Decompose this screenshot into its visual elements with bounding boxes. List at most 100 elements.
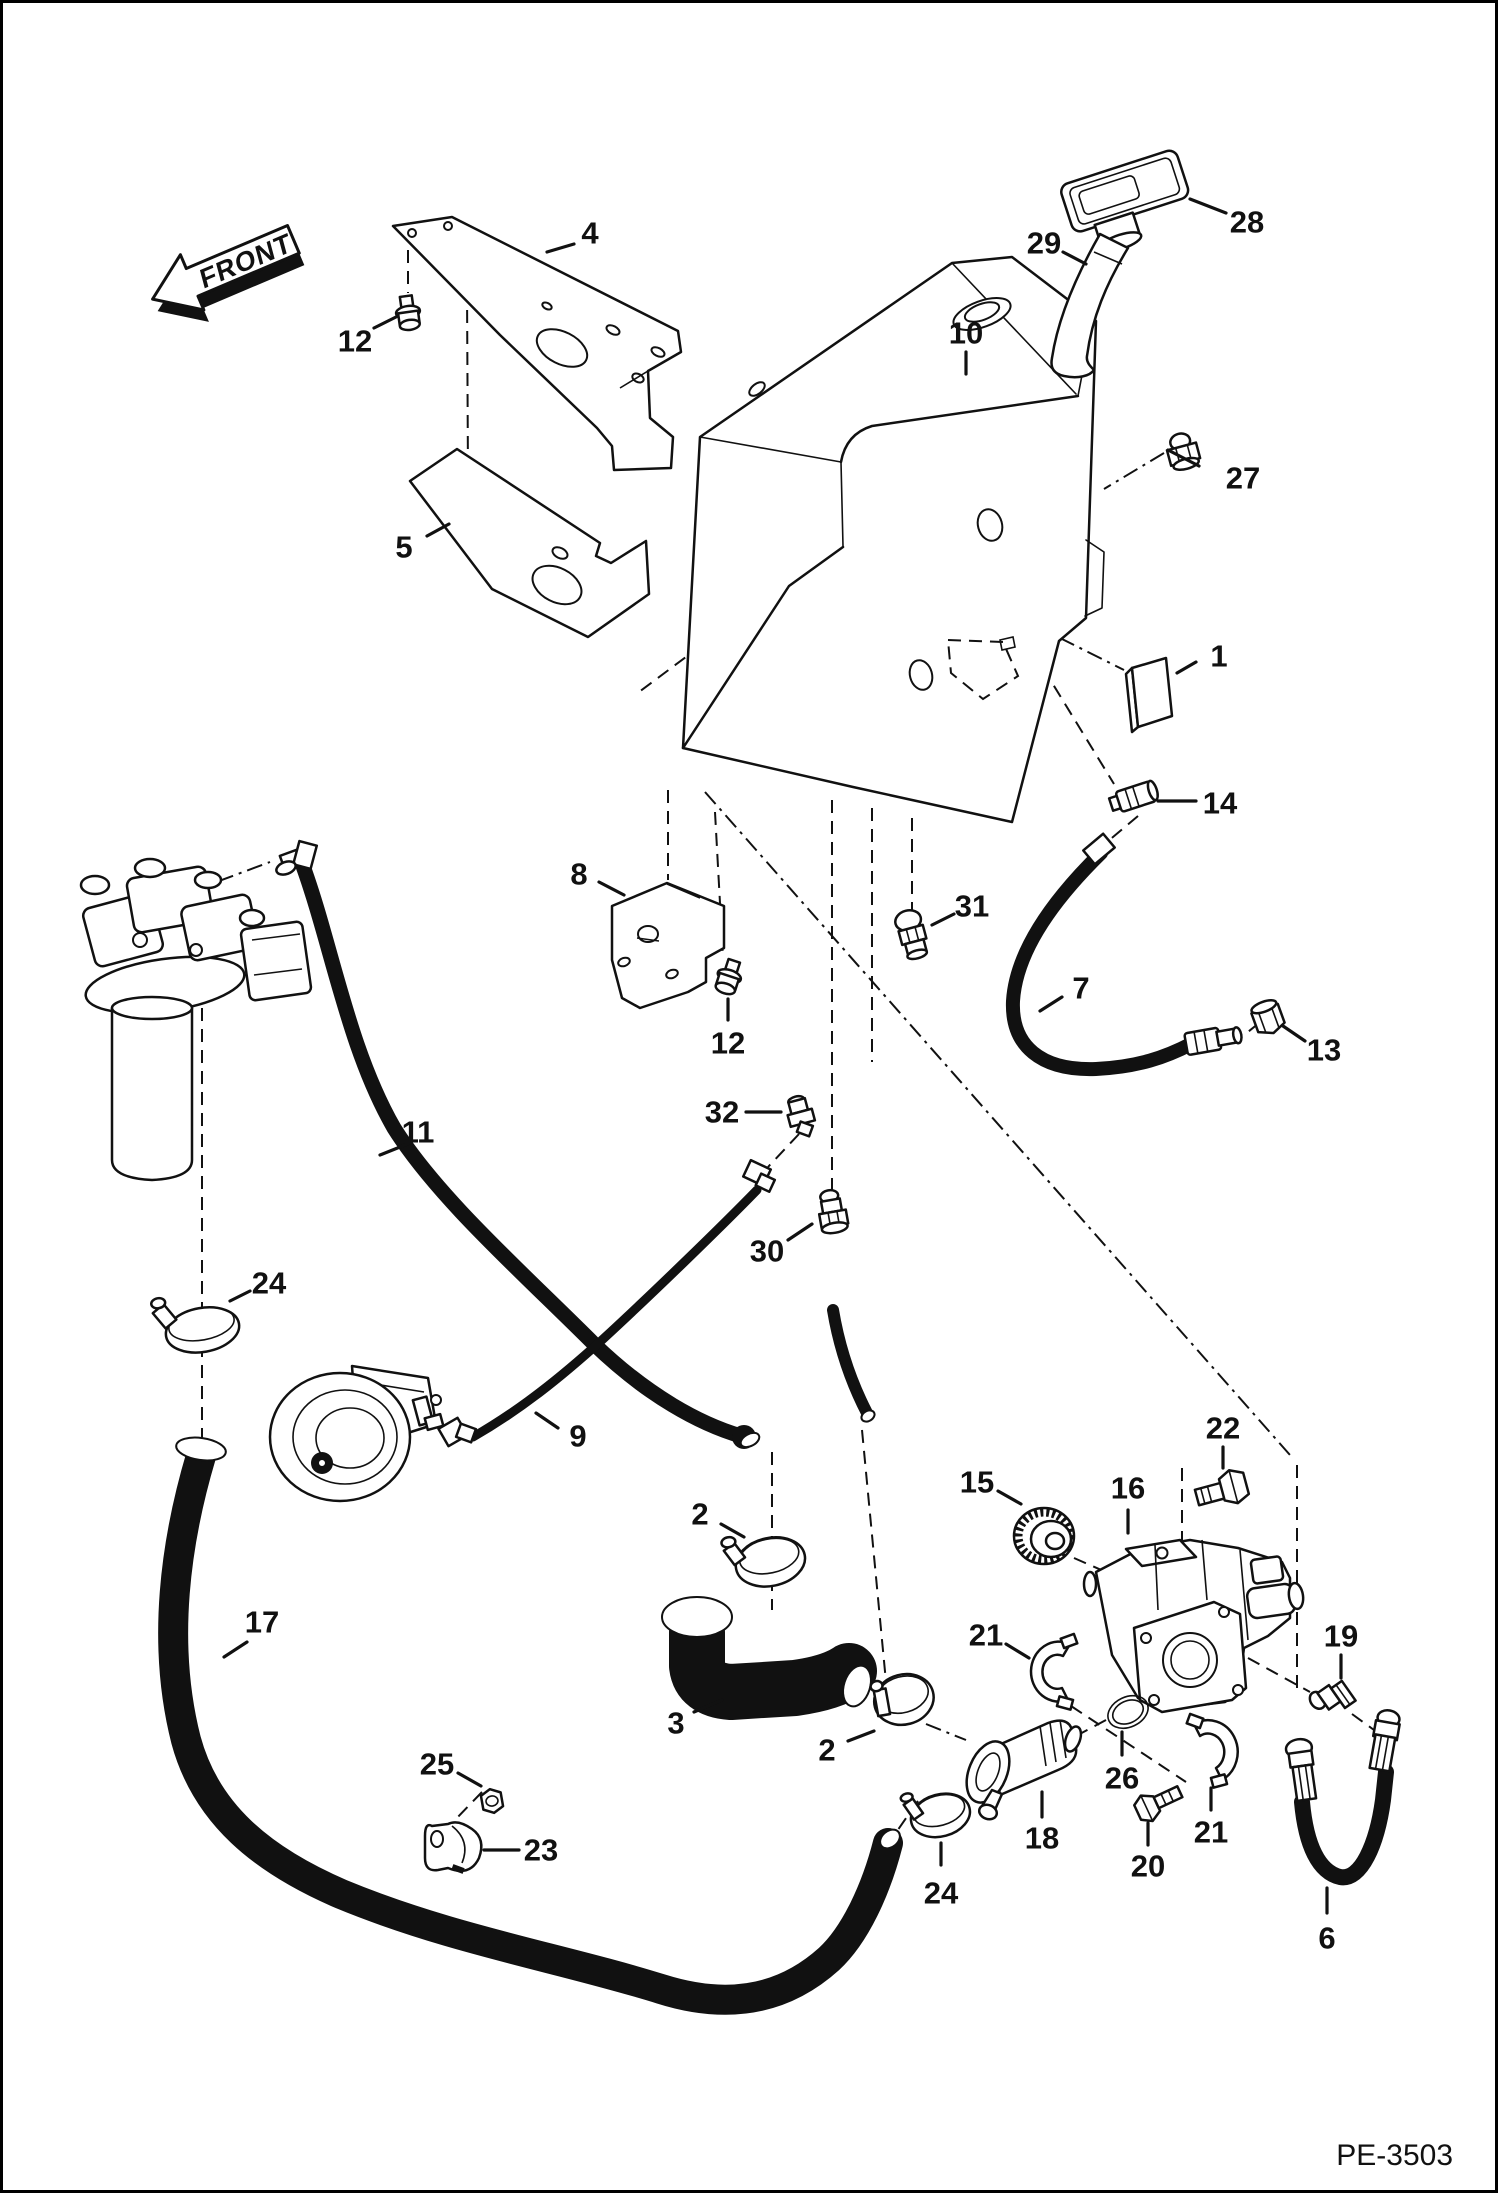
part-24-clamp-lower — [899, 1792, 972, 1839]
callout-15: 15 — [960, 1465, 994, 1500]
part-32-fitting — [786, 1094, 817, 1138]
part-15-knob — [1012, 1506, 1076, 1566]
callout-leader-8 — [597, 880, 626, 897]
callout-11: 11 — [402, 1115, 435, 1150]
part-23-clip — [423, 1821, 483, 1874]
callout-leader-24 — [228, 1289, 252, 1303]
callout-leader-27 — [1166, 448, 1201, 468]
drawing-code: PE-3503 — [1336, 2139, 1453, 2172]
callout-leader-7 — [1038, 995, 1064, 1013]
callout-28: 28 — [1230, 205, 1264, 240]
callout-leader-30 — [786, 1222, 814, 1242]
part-26-oring — [1107, 1694, 1149, 1730]
part-30-fitting — [817, 1188, 850, 1235]
callout-leader-21 — [1004, 1642, 1031, 1660]
callout-19: 19 — [1324, 1619, 1358, 1654]
callout-22: 22 — [1206, 1411, 1240, 1446]
callout-leader-29 — [1061, 250, 1088, 266]
part-10-tank — [681, 255, 1105, 824]
part-12-screw-lower — [714, 957, 743, 996]
callout-31: 31 — [955, 889, 989, 924]
part-11-elbow-fitting — [275, 839, 319, 876]
callout-2: 2 — [691, 1497, 708, 1532]
callout-leader-2 — [719, 1522, 746, 1539]
callout-12: 12 — [338, 324, 372, 359]
callout-24: 24 — [924, 1876, 959, 1911]
callout-14: 14 — [1203, 786, 1238, 821]
callout-23: 23 — [524, 1833, 558, 1868]
part-19-fitting — [1308, 1679, 1357, 1711]
callout-29: 29 — [1027, 226, 1061, 261]
part-27-plug — [1165, 432, 1202, 471]
callout-2: 2 — [818, 1733, 835, 1768]
part-3-elbow-hose — [669, 1604, 877, 1720]
callout-9: 9 — [569, 1419, 586, 1454]
callout-5: 5 — [395, 530, 412, 565]
callout-30: 30 — [750, 1234, 784, 1269]
part-11-hose — [295, 858, 749, 1444]
callout-10: 10 — [949, 316, 983, 351]
callout-leader-9 — [534, 1411, 560, 1430]
part-4-bracket — [391, 215, 683, 472]
part-13-cap — [1250, 999, 1286, 1035]
part-30-stub-end — [860, 1409, 876, 1423]
callout-leader-5 — [425, 522, 451, 538]
part-2-clamp-lower — [869, 1672, 935, 1727]
callout-27: 27 — [1226, 461, 1260, 496]
callout-leader-2 — [846, 1729, 876, 1743]
callout-1: 1 — [1210, 639, 1227, 674]
callout-leader-13 — [1281, 1024, 1307, 1043]
part-3-top-mouth — [661, 1596, 733, 1638]
callout-leader-12 — [372, 315, 398, 330]
callout-4: 4 — [581, 216, 599, 251]
callout-16: 16 — [1111, 1471, 1145, 1506]
part-12-screw-top — [394, 294, 422, 332]
part-21-clamp-upper — [1029, 1632, 1079, 1711]
part-6-fittings — [1284, 1709, 1401, 1803]
front-arrow-body — [151, 224, 301, 312]
callout-18: 18 — [1025, 1821, 1059, 1856]
part-3-side-mouth — [842, 1664, 872, 1708]
part-7-fittings — [1082, 832, 1243, 1056]
actuator — [268, 1364, 445, 1503]
part-9-hose — [468, 1185, 762, 1442]
part-20-bolt — [1133, 1785, 1184, 1823]
callout-25: 25 — [420, 1747, 454, 1782]
callout-leader-25 — [456, 1771, 483, 1788]
callout-12: 12 — [711, 1026, 745, 1061]
part-17-hose — [158, 1441, 903, 2015]
part-1-pad — [1124, 656, 1174, 734]
part-2-clamp-upper — [720, 1535, 807, 1588]
part-28-cap — [1060, 149, 1190, 253]
part-17-hose-mouth — [175, 1436, 227, 1462]
part-11-hose-mouth — [739, 1431, 761, 1449]
part-18-coupler — [965, 1719, 1083, 1821]
filter-assembly — [79, 857, 313, 1182]
callout-leader-31 — [930, 912, 956, 927]
callout-21: 21 — [1194, 1815, 1228, 1850]
callout-leader-4 — [545, 242, 576, 254]
callout-26: 26 — [1105, 1761, 1139, 1796]
part-6-hose — [1294, 1764, 1394, 1886]
callout-21: 21 — [969, 1618, 1003, 1653]
callout-7: 7 — [1072, 971, 1089, 1006]
part-8-bracket — [610, 881, 726, 1010]
callout-leader-11 — [378, 1141, 412, 1157]
part-14-fitting — [1107, 779, 1159, 813]
part-25-nut — [479, 1787, 505, 1815]
part-16-pump — [1082, 1538, 1305, 1714]
part-7-hose — [1005, 846, 1198, 1077]
callout-24: 24 — [252, 1266, 287, 1301]
callout-8: 8 — [570, 857, 587, 892]
part-21-clamp-lower — [1185, 1712, 1239, 1789]
part-5-plate — [408, 447, 651, 639]
callout-leader-15 — [996, 1489, 1023, 1506]
callout-leader-17 — [222, 1640, 249, 1659]
callout-leader-1 — [1175, 660, 1198, 675]
callout-leader-28 — [1188, 197, 1228, 215]
part-9-fittings — [437, 1158, 777, 1448]
part-24-clamp-upper — [150, 1296, 241, 1354]
